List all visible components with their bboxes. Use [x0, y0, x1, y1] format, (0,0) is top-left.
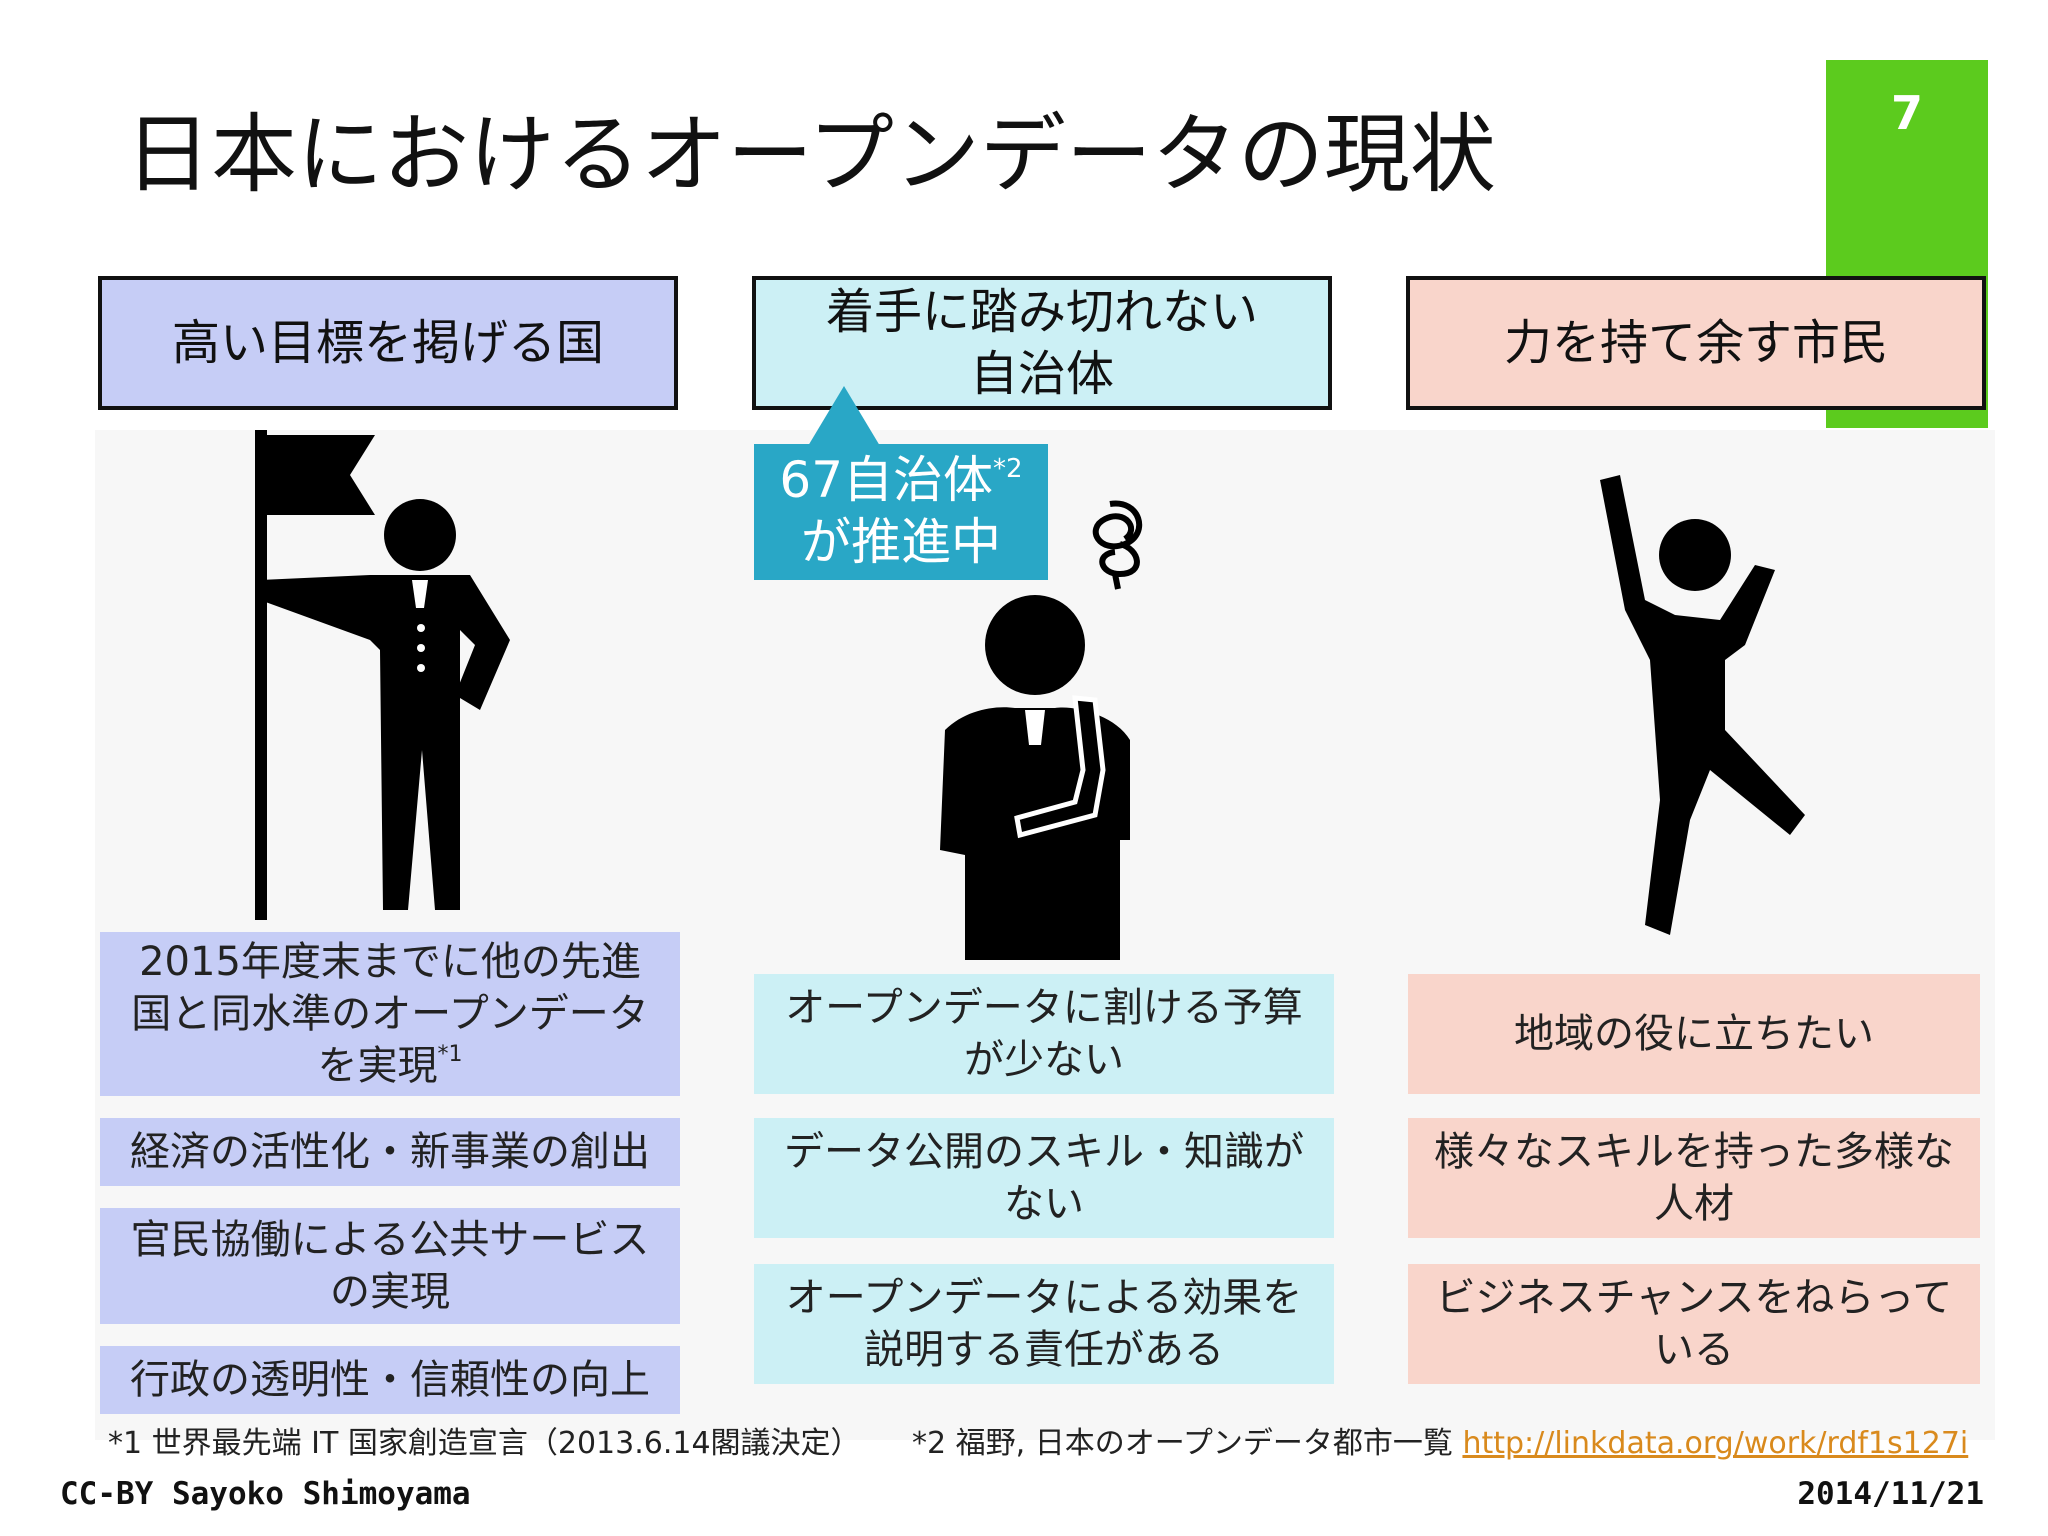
flag-holder-figure-icon [255, 430, 510, 920]
page-number: 7 [1890, 86, 1923, 140]
country-item-4-text: 行政の透明性・信頼性の向上 [130, 1357, 650, 1403]
callout-municipality-count: 67自治体*2 が推進中 [754, 444, 1048, 580]
country-item-3-text: 官民協働による公共サービスの実現 [130, 1217, 650, 1315]
municipality-item-3: オープンデータによる効果を説明する責任がある [754, 1264, 1334, 1384]
header-country-label: 高い目標を掲げる国 [171, 315, 604, 371]
country-item-1-text: 2015年度末までに他の先進国と同水準のオープンデータを実現*1 [131, 939, 649, 1089]
municipality-item-3-text: オープンデータによる効果を説明する責任がある [785, 1275, 1303, 1373]
callout-line1: 67自治体 [779, 451, 994, 509]
citizen-item-1-text: 地域の役に立ちたい [1514, 1011, 1874, 1057]
header-citizen-label: 力を持て余す市民 [1503, 315, 1888, 371]
country-item-3: 官民協働による公共サービスの実現 [100, 1208, 680, 1324]
municipality-item-2-text: データ公開のスキル・知識がない [784, 1129, 1304, 1227]
municipality-item-2: データ公開のスキル・知識がない [754, 1118, 1334, 1238]
citizen-item-3-text: ビジネスチャンスをねらっている [1435, 1275, 1953, 1373]
license-credit: CC-BY Sayoko Shimoyama [60, 1476, 471, 1512]
country-item-1: 2015年度末までに他の先進国と同水準のオープンデータを実現*1 [100, 932, 680, 1096]
footnote-1: *1 世界最先端 IT 国家創造宣言（2013.6.14閣議決定） [108, 1426, 861, 1461]
header-country: 高い目標を掲げる国 [98, 276, 678, 410]
country-item-1-note: *1 [437, 1042, 463, 1067]
municipality-item-1: オープンデータに割ける予算が少ない [754, 974, 1334, 1094]
country-item-4: 行政の透明性・信頼性の向上 [100, 1346, 680, 1414]
citizen-item-2-text: 様々なスキルを持った多様な人材 [1434, 1129, 1954, 1227]
jumping-figure-icon [1600, 475, 1805, 935]
slide-title: 日本におけるオープンデータの現状 [125, 105, 1496, 205]
scribble-worry-icon [1092, 500, 1143, 590]
footnote-2-link[interactable]: http://linkdata.org/work/rdf1s127i [1462, 1426, 1969, 1461]
worried-thinking-figure-icon [940, 595, 1130, 960]
citizen-item-2: 様々なスキルを持った多様な人材 [1408, 1118, 1980, 1238]
country-item-2-text: 経済の活性化・新事業の創出 [130, 1129, 650, 1175]
municipality-item-1-text: オープンデータに割ける予算が少ない [785, 985, 1303, 1083]
callout-pointer [808, 386, 880, 446]
header-citizen: 力を持て余す市民 [1406, 276, 1986, 410]
callout-note: *2 [993, 454, 1023, 484]
slide-date: 2014/11/21 [1797, 1476, 1984, 1512]
header-municipality: 着手に踏み切れない自治体 [752, 276, 1332, 410]
header-municipality-label: 着手に踏み切れない自治体 [825, 284, 1258, 402]
footnote-2-text: *2 福野, 日本のオープンデータ都市一覧 [912, 1426, 1463, 1461]
citizen-item-3: ビジネスチャンスをねらっている [1408, 1264, 1980, 1384]
citizen-item-1: 地域の役に立ちたい [1408, 974, 1980, 1094]
country-item-2: 経済の活性化・新事業の創出 [100, 1118, 680, 1186]
callout-line2: が推進中 [801, 513, 1001, 571]
footnote-2: *2 福野, 日本のオープンデータ都市一覧 http://linkdata.or… [912, 1424, 1968, 1464]
